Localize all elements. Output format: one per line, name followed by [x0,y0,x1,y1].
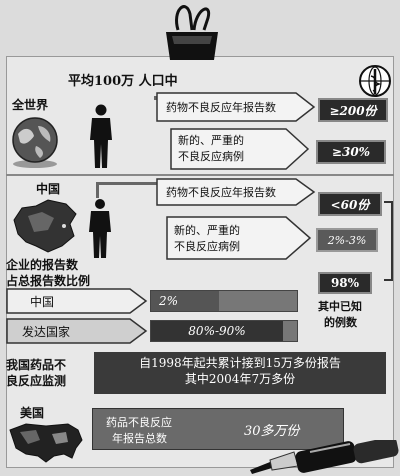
monitoring-line-2: 其中2004年7万多份 [184,372,296,386]
monitoring-panel: 自1998年起共累计接到15万多份报告 其中2004年7万多份 [94,352,386,394]
enterprise-developed-arrow [6,318,148,344]
enterprise-developed-label: 发达国家 [22,325,71,339]
person-icon [90,104,112,168]
world-severe-label-2: 不良反应病例 [178,150,244,163]
china-known-label-1: 其中已知 [318,300,362,313]
infographic-panel [6,56,394,468]
enterprise-china-label: 中国 [30,295,55,309]
monitoring-title-1: 我国药品不 [6,358,67,372]
binder-clip-icon [166,5,218,60]
world-report-arrow [156,92,316,122]
usa-text-2: 年报告总数 [112,432,167,445]
enterprise-developed-bar-fill: 80%-90% [151,321,283,341]
enterprise-developed-bar: 80%-90% [150,320,298,342]
china-report-label: 药物不良反应年报告数 [166,186,276,199]
usa-value: 30多万份 [244,424,300,439]
china-map-icon [13,199,77,253]
enterprise-developed-value: 80%-90% [188,324,246,338]
fountain-pen-icon [250,440,399,474]
world-report-label: 药物不良反应年报告数 [166,101,276,114]
world-severe-label-1: 新的、严重的 [178,134,244,147]
enterprise-china-bar: 2% [150,290,298,312]
china-known-label-2: 的例数 [324,316,357,329]
globe-icon [12,117,58,168]
usa-label: 美国 [20,406,45,420]
world-report-value: ≥200份 [318,98,388,122]
usa-text-1: 药品不良反应 [106,416,172,429]
who-logo-icon [359,65,391,97]
world-severe-value: ≥30% [316,140,386,164]
headline: 平均100万 人口中 [68,74,178,89]
china-connector [96,182,158,185]
monitoring-title-2: 良反应监测 [6,374,67,388]
china-report-arrow [156,178,316,206]
usa-panel [92,408,344,450]
enterprise-title-2: 占总报告数比例 [6,274,91,288]
china-severe-label-2: 不良反应病例 [174,240,240,253]
enterprise-china-bar-fill: 2% [151,291,219,311]
china-severe-arrow [166,216,312,260]
world-label: 全世界 [12,98,49,112]
person-icon [89,199,111,258]
china-report-value: <60份 [318,192,382,216]
usa-map-icon [9,423,83,463]
world-severe-arrow [170,128,310,170]
china-severe-label-1: 新的、严重的 [174,224,240,237]
china-label: 中国 [36,182,61,196]
enterprise-title-1: 企业的报告数 [6,258,79,272]
monitoring-line-1: 自1998年起共累计接到15万多份报告 [139,356,341,370]
china-known-value: 98% [318,272,372,294]
enterprise-china-value: 2% [159,294,179,308]
bracket-connector [384,201,393,281]
section-divider [6,174,394,176]
china-severe-value: 2%-3% [316,228,378,252]
china-connector-v [96,182,99,198]
enterprise-china-arrow [6,288,148,314]
